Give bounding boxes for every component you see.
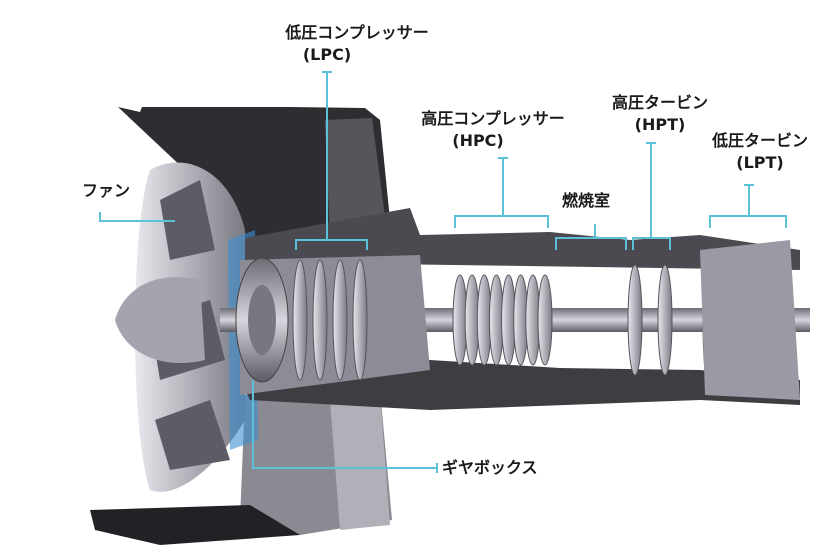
lpt-housing: [700, 240, 800, 400]
rotor-stage: [537, 274, 553, 366]
gearbox-disc: [235, 257, 289, 383]
label-lpc: 低圧コンプレッサー (LPC): [262, 22, 452, 66]
label-gearbox-name: ギヤボックス: [442, 458, 538, 477]
label-combustor-name: 燃焼室: [562, 191, 611, 210]
label-lpc-abbr: (LPC): [302, 45, 352, 64]
rotor-stage: [627, 264, 643, 376]
label-hpt: 高圧タービン (HPT): [595, 92, 725, 136]
label-hpt-abbr: (HPT): [634, 115, 686, 134]
label-gearbox: ギヤボックス: [442, 457, 538, 479]
label-hpt-name: 高圧タービン: [611, 93, 708, 112]
label-lpt: 低圧タービン (LPT): [685, 130, 835, 174]
fan-casing: [90, 107, 392, 545]
label-fan-name: ファン: [82, 181, 131, 200]
rotor-stage: [312, 259, 328, 381]
label-hpc-name: 高圧コンプレッサー: [421, 109, 565, 128]
rotor-stage: [657, 264, 673, 376]
leader-lines: [99, 71, 787, 473]
rotor-stage: [292, 259, 308, 381]
rotor-stage: [352, 259, 368, 381]
label-hpc-abbr: (HPC): [452, 131, 504, 150]
label-lpc-name: 低圧コンプレッサー: [285, 23, 429, 42]
label-combustor: 燃焼室: [562, 190, 610, 212]
rotor-stage: [332, 259, 348, 381]
label-lpt-abbr: (LPT): [736, 153, 784, 172]
label-hpc: 高圧コンプレッサー (HPC): [398, 108, 588, 152]
label-lpt-name: 低圧タービン: [711, 131, 808, 150]
core-casing: [240, 208, 800, 410]
label-fan: ファン: [82, 180, 130, 202]
